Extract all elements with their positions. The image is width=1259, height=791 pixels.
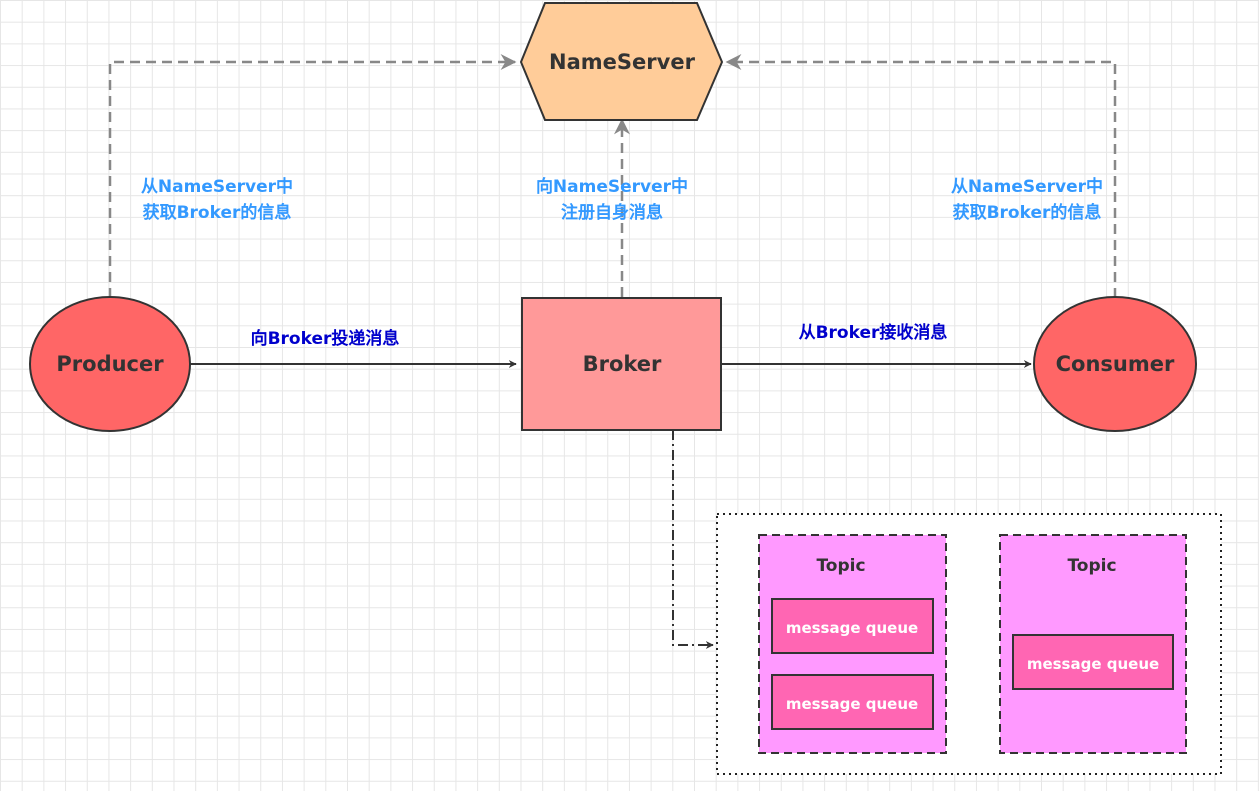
- topic-box[interactable]: Topic message queue message queue: [758, 534, 947, 754]
- message-queue[interactable]: message queue: [771, 598, 934, 654]
- consumer-label: Consumer: [1056, 352, 1175, 376]
- message-queue[interactable]: message queue: [1012, 634, 1174, 690]
- nameserver-label: NameServer: [549, 50, 696, 74]
- nameserver-node[interactable]: NameServer: [519, 1, 724, 121]
- producer-node[interactable]: Producer: [29, 296, 191, 432]
- producer-to-nameserver-connector: [108, 54, 517, 298]
- consumer-nameserver-label: 从NameServer中 获取Broker的信息: [951, 176, 1103, 223]
- topic-title: Topic: [816, 556, 865, 576]
- topic-title: Topic: [1067, 556, 1116, 576]
- topic-box[interactable]: Topic message queue: [999, 534, 1187, 754]
- consumer-node[interactable]: Consumer: [1033, 296, 1197, 432]
- message-queue-label: message queue: [786, 695, 918, 713]
- producer-broker-label: 向Broker投递消息: [251, 328, 400, 349]
- consumer-nameserver-label-line2: 获取Broker的信息: [953, 202, 1102, 223]
- message-queue-label: message queue: [786, 619, 918, 637]
- producer-label: Producer: [56, 352, 164, 376]
- broker-nameserver-label-line1: 向NameServer中: [536, 176, 688, 197]
- broker-nameserver-label-line2: 注册自身消息: [561, 202, 663, 223]
- broker-consumer-label: 从Broker接收消息: [799, 322, 948, 343]
- broker-to-storage-connector: [672, 430, 714, 649]
- message-queue-label: message queue: [1027, 655, 1159, 673]
- producer-nameserver-label-line2: 获取Broker的信息: [143, 202, 292, 223]
- message-queue[interactable]: message queue: [771, 674, 934, 730]
- topic-storage-group: Topic message queue message queue Topic …: [716, 513, 1222, 775]
- broker-node[interactable]: Broker: [521, 297, 722, 431]
- broker-label: Broker: [583, 352, 662, 376]
- producer-nameserver-label-line1: 从NameServer中: [141, 176, 293, 197]
- producer-nameserver-label: 从NameServer中 获取Broker的信息: [141, 176, 293, 223]
- broker-nameserver-label: 向NameServer中 注册自身消息: [536, 176, 688, 223]
- consumer-nameserver-label-line1: 从NameServer中: [951, 176, 1103, 197]
